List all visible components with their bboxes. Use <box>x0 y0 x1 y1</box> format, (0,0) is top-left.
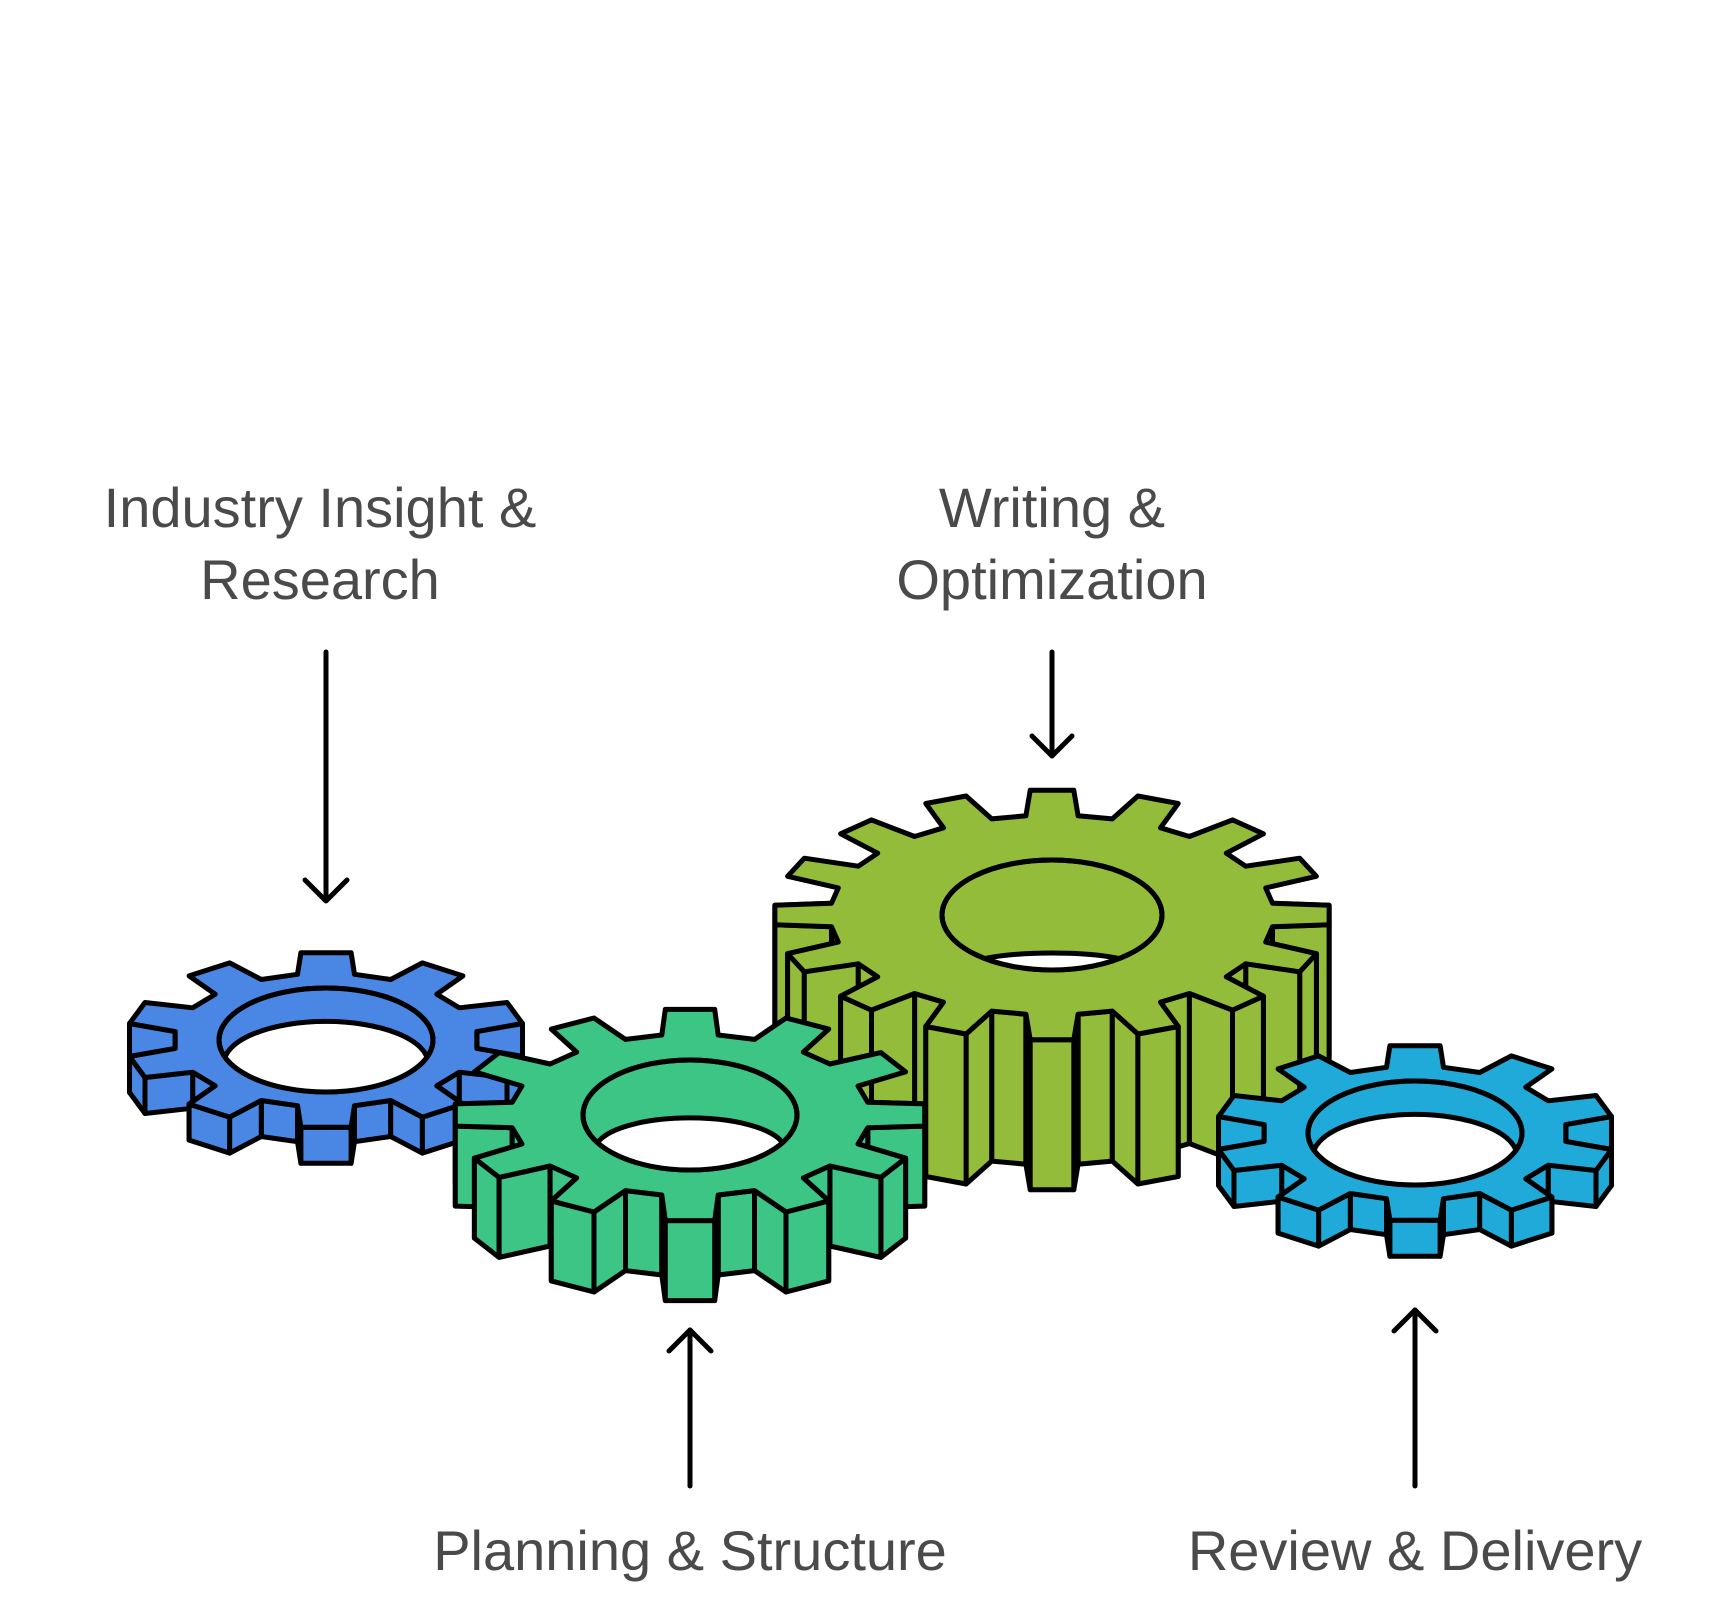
label-research-line1: Industry Insight & <box>104 476 537 539</box>
arrow-research <box>302 649 350 904</box>
gear-hole-outline <box>216 985 436 1095</box>
arrow-planning <box>666 1327 714 1489</box>
arrow-writing <box>1029 649 1075 759</box>
label-writing-line1: Writing & <box>939 476 1165 539</box>
gear-side-face <box>1135 1024 1181 1187</box>
label-research-line2: Research <box>200 548 440 611</box>
gear-hole-outline <box>1305 1078 1525 1188</box>
gear-side-face <box>1027 1037 1077 1193</box>
gear-side-face <box>662 1218 718 1304</box>
gear-hole-outline <box>939 857 1165 973</box>
arrow-review <box>1391 1307 1439 1489</box>
gear-side-face <box>548 1198 597 1295</box>
gear-top-face <box>772 787 1332 1043</box>
gear-side-face <box>963 1008 995 1187</box>
gear-writing-optimization <box>772 787 1332 1193</box>
gear-side-face <box>923 1024 969 1187</box>
gear-side-face <box>298 1124 354 1166</box>
gear-planning-structure <box>452 1006 928 1304</box>
gear-side-face <box>715 1188 757 1278</box>
gear-side-face <box>1075 1008 1115 1167</box>
gear-side-face <box>989 1008 1029 1167</box>
gear-side-face <box>827 1163 884 1260</box>
gear-side-face <box>1387 1217 1443 1259</box>
gear-review-delivery <box>1216 1043 1614 1259</box>
label-writing-line2: Optimization <box>896 548 1207 611</box>
label-planning: Planning & Structure <box>433 1519 947 1582</box>
gear-side-face <box>623 1188 665 1278</box>
gear-side-face <box>496 1163 553 1260</box>
gear-side-face <box>1109 1008 1141 1187</box>
gear-side-face <box>783 1198 832 1295</box>
gear-top-face <box>452 1006 928 1224</box>
label-review: Review & Delivery <box>1188 1519 1642 1582</box>
gear-hole-outline <box>580 1057 800 1173</box>
